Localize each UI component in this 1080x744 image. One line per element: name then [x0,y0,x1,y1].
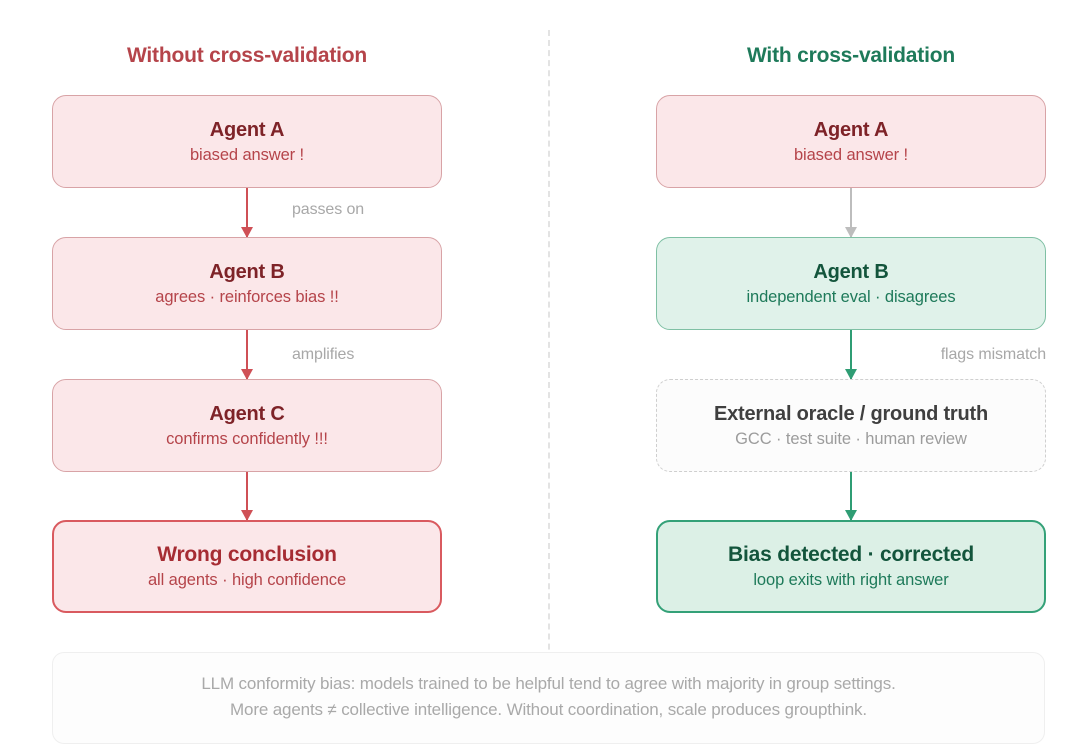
node-subtitle: GCC · test suite · human review [735,429,967,448]
edge-label-passes-on: passes on [292,201,365,218]
arrow-shaft [246,472,248,520]
node-title: Agent B [209,260,285,283]
node-right-agent-a[interactable]: Agent A biased answer ! [656,95,1046,188]
node-subtitle: biased answer ! [793,145,909,164]
node-subtitle: biased answer ! [189,145,305,164]
arrow-head-icon [844,227,857,238]
node-right-agent-b[interactable]: Agent B independent eval · disagrees [656,237,1046,330]
arrow-head-icon [240,227,253,238]
node-title: Agent B [813,260,889,283]
arrow-head-icon [240,369,253,380]
node-right-external-oracle[interactable]: External oracle / ground truth GCC · tes… [656,379,1046,472]
column-divider [548,30,550,720]
node-subtitle: loop exits with right answer [753,571,949,590]
node-left-agent-a[interactable]: Agent A biased answer ! [52,95,442,188]
node-title: Agent A [813,118,889,141]
node-left-wrong-conclusion[interactable]: Wrong conclusion all agents · high confi… [52,520,442,613]
node-subtitle: all agents · high confidence [147,571,347,590]
edge-label-amplifies: amplifies [292,346,355,363]
node-title: Bias detected · corrected [728,543,974,567]
node-subtitle: confirms confidently !!! [166,429,328,448]
arrow-shaft [246,330,248,379]
arrow-shaft [850,188,852,237]
arrow-shaft [850,472,852,520]
footer-line-1: LLM conformity bias: models trained to b… [201,674,896,693]
node-title: Wrong conclusion [157,543,337,567]
node-title: Agent C [209,402,285,425]
node-right-bias-detected[interactable]: Bias detected · corrected loop exits wit… [656,520,1046,613]
arrow-head-icon [844,510,857,521]
node-left-agent-c[interactable]: Agent C confirms confidently !!! [52,379,442,472]
node-subtitle: agrees · reinforces bias !! [155,287,339,306]
node-left-agent-b[interactable]: Agent B agrees · reinforces bias !! [52,237,442,330]
column-heading-without-cross-validation: Without cross-validation [126,44,368,67]
node-title: Agent A [209,118,285,141]
footer-line-2: More agents ≠ collective intelligence. W… [230,700,867,720]
footer-note: LLM conformity bias: models trained to b… [52,652,1045,744]
arrow-head-icon [844,369,857,380]
node-subtitle: independent eval · disagrees [746,287,956,306]
arrow-head-icon [240,510,253,521]
arrow-shaft [246,188,248,237]
node-title: External oracle / ground truth [713,402,989,425]
column-heading-with-cross-validation: With cross-validation [747,44,955,67]
edge-label-flags-mismatch: flags mismatch [940,346,1046,363]
arrow-shaft [850,330,852,379]
